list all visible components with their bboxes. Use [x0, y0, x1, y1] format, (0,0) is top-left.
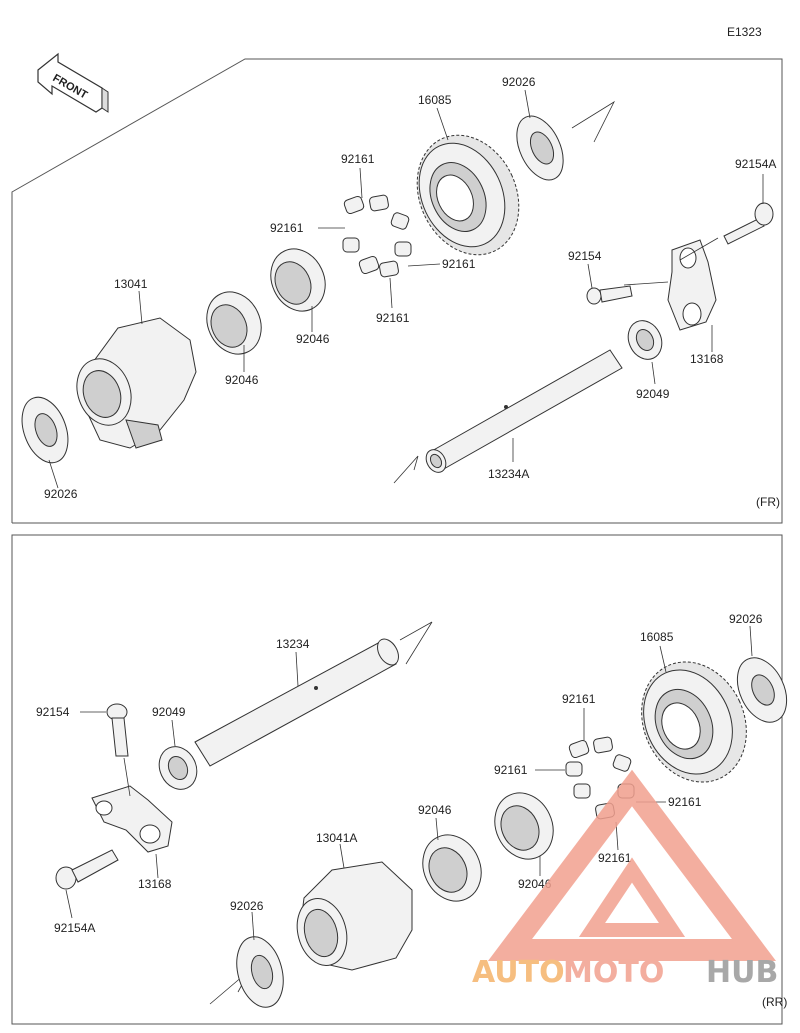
label-92046-rr-b: 92046: [518, 877, 552, 891]
front-arrow-icon: FRONT: [37, 52, 109, 113]
label-92026-top-a: 92026: [502, 75, 536, 89]
label-92154A-top: 92154A: [735, 157, 776, 171]
label-13234A-top: 13234A: [488, 467, 529, 481]
washer-92026-top: [516, 115, 564, 181]
label-92161-top-b: 92161: [270, 221, 304, 235]
needle-bearing-92046-rr-a: [422, 834, 482, 902]
watermark-moto: MOTO: [563, 955, 664, 990]
label-92161-rr-a: 92161: [562, 692, 596, 706]
label-13234-rr: 13234: [276, 637, 310, 651]
washer-92026-rr-top: [736, 657, 788, 723]
needle-bearing-92046-rr-b: [494, 792, 554, 860]
bottom-panel-frame: [11, 534, 783, 1025]
cage-92161: [342, 194, 412, 278]
label-92049-top: 92049: [636, 387, 670, 401]
top-panel-frame: [11, 58, 783, 524]
label-92049-rr: 92049: [152, 705, 186, 719]
housing-13041A: [296, 861, 413, 971]
label-92161-top-d: 92161: [376, 311, 410, 325]
axis-arrow-top: [571, 100, 615, 143]
bolt-92154A: [723, 202, 774, 245]
bearing-92049: [627, 320, 663, 360]
housing-13041: [76, 317, 197, 449]
label-92026-rr-top: 92026: [729, 612, 763, 626]
washer-92026-bottom: [21, 396, 69, 464]
bottom-panel: (RR): [11, 534, 788, 1025]
shaft-13234A: [425, 349, 623, 473]
gear-16085-rr: [641, 661, 747, 783]
washer-92026-rr-bottom: [236, 936, 284, 1008]
leader-lines-bottom: [65, 625, 753, 941]
bottom-panel-tag: (RR): [762, 995, 787, 1009]
watermark-hub: HUB: [706, 955, 778, 990]
bolt-92154: [586, 285, 633, 305]
label-16085-rr: 16085: [640, 630, 674, 644]
label-92161-rr-d: 92161: [598, 851, 632, 865]
label-92026-rr-bottom: 92026: [230, 899, 264, 913]
shaft-13234: [194, 638, 399, 767]
label-92026-top-b: 92026: [44, 487, 78, 501]
axis-arrow-bottom-top: [399, 621, 433, 665]
label-92154A-rr: 92154A: [54, 921, 95, 935]
leader-lines-top: [48, 89, 764, 489]
bearing-92049-rr: [158, 746, 198, 790]
needle-bearing-92046-a: [270, 248, 326, 312]
label-13041-top: 13041: [114, 277, 148, 291]
label-92046-top-b: 92046: [225, 373, 259, 387]
axis-arrow-bottom: [393, 455, 419, 484]
watermark-auto: AUTO: [472, 955, 565, 990]
label-92161-rr-c: 92161: [668, 795, 702, 809]
arm-13168-rr: [91, 785, 173, 853]
bolt-92154A-rr: [55, 849, 119, 890]
label-92161-rr-b: 92161: [494, 763, 528, 777]
top-panel: (FR): [11, 58, 783, 524]
label-92161-top-c: 92161: [442, 257, 476, 271]
label-92154-top: 92154: [568, 249, 602, 263]
needle-bearing-92046-b: [206, 291, 262, 355]
bolt-92154-rr: [106, 703, 129, 757]
diagram-code: E1323: [727, 25, 762, 39]
label-16085-top: 16085: [418, 93, 452, 107]
label-92161-top-a: 92161: [341, 152, 375, 166]
watermark-logo: AUTO MOTO HUB: [472, 769, 778, 990]
label-13168-rr: 13168: [138, 877, 172, 891]
label-13168-top: 13168: [690, 352, 724, 366]
top-panel-tag: (FR): [756, 495, 780, 509]
label-92154-rr: 92154: [36, 705, 70, 719]
gear-16085: [416, 134, 520, 256]
label-92046-rr-a: 92046: [418, 803, 452, 817]
label-92046-top-a: 92046: [296, 332, 330, 346]
label-13041A-rr: 13041A: [316, 831, 357, 845]
